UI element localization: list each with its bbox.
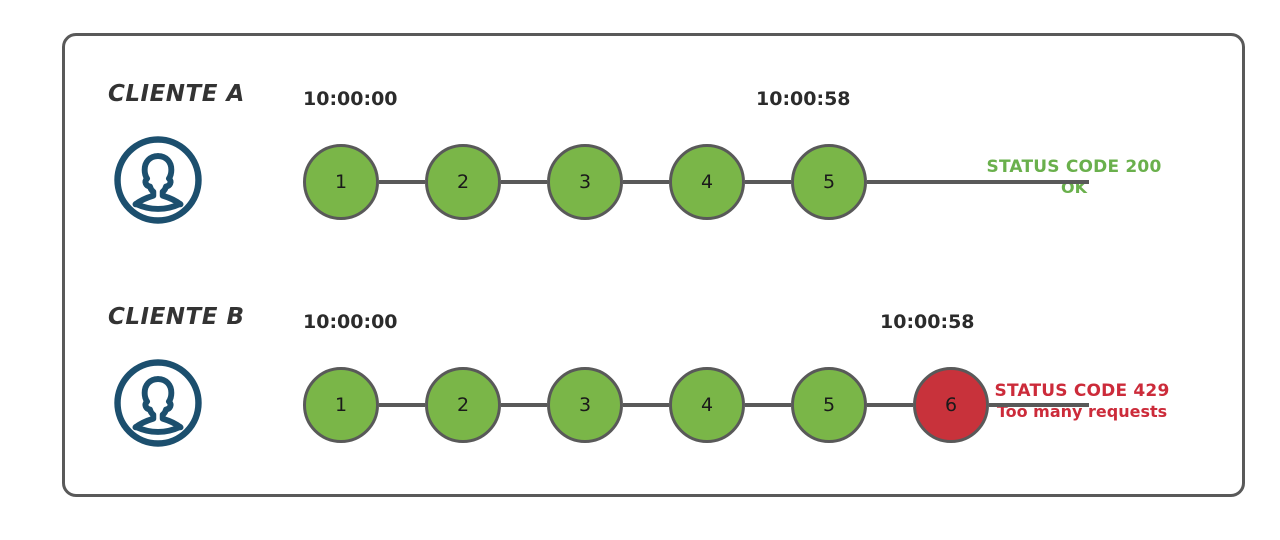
connector	[745, 180, 791, 184]
request-node[interactable]: 5	[791, 367, 867, 443]
row-b-start-time: 10:00:00	[303, 311, 398, 333]
request-node[interactable]: 2	[425, 367, 501, 443]
diagram-frame: CLIENTE A 10:00:00 10:00:58 1 2 3 4 5 ST	[62, 33, 1245, 497]
request-node[interactable]: 4	[669, 367, 745, 443]
row-b-end-time: 10:00:58	[880, 311, 975, 333]
connector	[501, 180, 547, 184]
row-a-status-badge: STATUS CODE 200 OK	[964, 157, 1184, 197]
status-code-text: STATUS CODE 200	[986, 157, 1162, 177]
request-node[interactable]: 1	[303, 144, 379, 220]
user-avatar-icon	[112, 134, 204, 226]
row-a-start-time: 10:00:00	[303, 88, 398, 110]
user-avatar-icon	[112, 357, 204, 449]
request-node[interactable]: 3	[547, 144, 623, 220]
request-node[interactable]: 3	[547, 367, 623, 443]
request-node[interactable]: 2	[425, 144, 501, 220]
request-node[interactable]: 4	[669, 144, 745, 220]
connector	[623, 180, 669, 184]
client-b-label: CLIENTE B	[108, 304, 245, 330]
connector	[623, 403, 669, 407]
connector	[867, 403, 913, 407]
connector	[501, 403, 547, 407]
response-tail	[989, 403, 1089, 407]
status-code-text: STATUS CODE 429	[994, 381, 1170, 401]
connector	[379, 180, 425, 184]
connector	[745, 403, 791, 407]
row-a-end-time: 10:00:58	[756, 88, 851, 110]
response-tail	[867, 180, 1089, 184]
request-node-blocked[interactable]: 6	[913, 367, 989, 443]
request-node[interactable]: 1	[303, 367, 379, 443]
connector	[379, 403, 425, 407]
request-node[interactable]: 5	[791, 144, 867, 220]
row-b-status-badge: STATUS CODE 429 Too many requests	[967, 381, 1197, 421]
client-a-label: CLIENTE A	[108, 81, 245, 107]
